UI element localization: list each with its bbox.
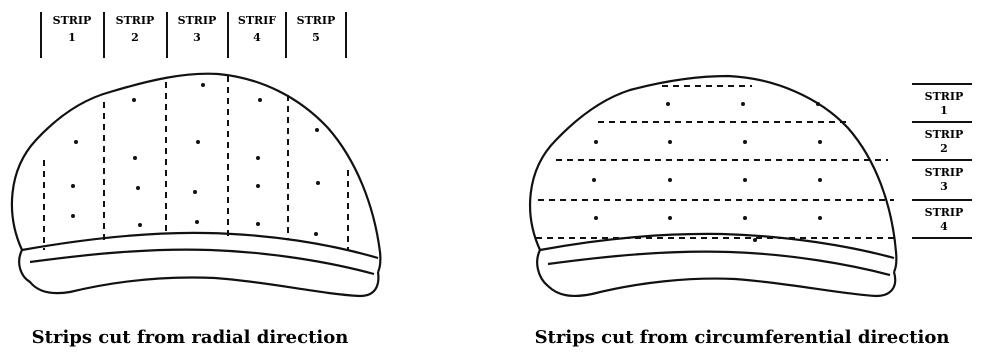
circumferential-strip-3-label: STRIP bbox=[925, 166, 964, 179]
radial-strip-1-label: STRIP bbox=[53, 14, 92, 27]
radial-strip-4-number: 4 bbox=[253, 31, 261, 44]
radial-strip-4-label: STRIF bbox=[238, 14, 276, 27]
radial-caption: Strips cut from radial direction bbox=[32, 327, 349, 348]
radial-strip-1-number: 1 bbox=[68, 31, 76, 44]
meniscus-base-inner bbox=[548, 252, 890, 275]
radial-strips-diagram: STRIP 1 STRIP 2 STRIP 3 STRIF 4 STRIP 5 bbox=[12, 12, 380, 348]
circumferential-strip-3-number: 3 bbox=[940, 180, 948, 193]
radial-strip-2-number: 2 bbox=[131, 31, 139, 44]
radial-strip-5-number: 5 bbox=[312, 31, 320, 44]
circumferential-strip-2-label: STRIP bbox=[925, 128, 964, 141]
circumferential-strip-1-number: 1 bbox=[940, 104, 948, 117]
circumferential-strips-diagram: STRIP 1 STRIP 2 STRIP 3 STRIP 4 Strips c… bbox=[530, 76, 972, 348]
radial-sample-dots bbox=[71, 83, 320, 236]
radial-strip-5-label: STRIP bbox=[297, 14, 336, 27]
circumferential-strip-4-label: STRIP bbox=[925, 206, 964, 219]
meniscus-inner-rim bbox=[22, 233, 378, 258]
circumferential-strip-1-label: STRIP bbox=[925, 90, 964, 103]
radial-strip-3-number: 3 bbox=[193, 31, 201, 44]
circumferential-strip-4-number: 4 bbox=[940, 220, 948, 233]
meniscus-base-inner bbox=[30, 250, 374, 274]
radial-strip-3-label: STRIP bbox=[178, 14, 217, 27]
meniscus-base bbox=[537, 250, 895, 296]
circumferential-strip-2-number: 2 bbox=[940, 142, 948, 155]
circumferential-caption: Strips cut from circumferential directio… bbox=[535, 327, 950, 348]
radial-strip-2-label: STRIP bbox=[116, 14, 155, 27]
